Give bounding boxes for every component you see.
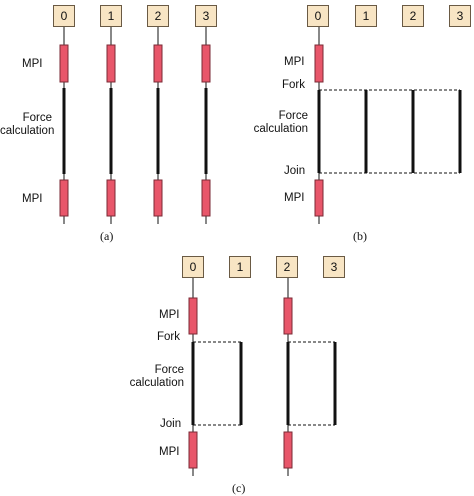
proc-box-c-1: 1	[229, 256, 251, 278]
proc-box-a-2: 2	[147, 5, 169, 27]
join-label-b: Join	[284, 165, 306, 177]
force-label-a: Force calculation	[0, 112, 55, 138]
panel-b-timelines	[317, 27, 462, 224]
proc-box-b-1: 1	[355, 5, 377, 27]
mpi-label-c-top: MPI	[159, 309, 180, 321]
force-label-c-line1: Force	[154, 364, 184, 376]
force-label-b-line2: calculation	[253, 123, 308, 135]
mpi-block-a2-top	[153, 44, 163, 83]
join-label-c: Join	[160, 418, 182, 430]
fork-label-c: Fork	[157, 331, 180, 343]
mpi-block-a3-top	[201, 44, 211, 83]
proc-box-a-3: 3	[195, 5, 217, 27]
force-label-c: Force calculation	[128, 364, 184, 390]
mpi-label-c-bottom: MPI	[159, 446, 180, 458]
caption-a: (a)	[100, 229, 114, 243]
panel-a-timelines	[62, 27, 208, 224]
mpi-block-a1-bottom	[106, 179, 116, 217]
fork-label-b: Fork	[282, 79, 305, 91]
mpi-block-a3-bottom	[201, 179, 211, 217]
proc-box-a-1: 1	[100, 5, 122, 27]
mpi-block-a2-bottom	[153, 179, 163, 217]
proc-box-a-0: 0	[53, 5, 75, 27]
proc-box-b-0: 0	[307, 5, 329, 27]
mpi-label-b-bottom: MPI	[284, 192, 305, 204]
panel-c-timelines	[191, 278, 337, 476]
mpi-block-c2-top	[283, 297, 293, 335]
mpi-block-c0-bottom	[188, 431, 198, 469]
proc-box-c-0: 0	[182, 256, 204, 278]
mpi-block-a1-top	[106, 44, 116, 83]
mpi-label-a-top: MPI	[22, 58, 43, 70]
caption-b: (b)	[353, 229, 367, 243]
force-label-a-line2: calculation	[0, 125, 55, 137]
proc-box-b-2: 2	[402, 5, 424, 27]
proc-box-c-3: 3	[323, 256, 345, 278]
mpi-block-c2-bottom	[283, 431, 293, 469]
proc-box-c-2: 2	[276, 256, 298, 278]
mpi-block-a0-top	[59, 44, 69, 83]
proc-box-b-3: 3	[449, 5, 471, 27]
mpi-block-c0-top	[188, 297, 198, 335]
mpi-block-a0-bottom	[59, 179, 69, 217]
mpi-block-b0-top	[314, 44, 324, 83]
caption-c: (c)	[232, 481, 246, 495]
force-label-a-line1: Force	[22, 112, 52, 124]
mpi-label-a-bottom: MPI	[22, 193, 43, 205]
mpi-label-b-top: MPI	[284, 56, 305, 68]
force-label-c-line2: calculation	[129, 377, 184, 389]
force-label-b-line1: Force	[278, 110, 308, 122]
mpi-block-b0-bottom	[314, 179, 324, 217]
force-label-b: Force calculation	[252, 110, 308, 136]
